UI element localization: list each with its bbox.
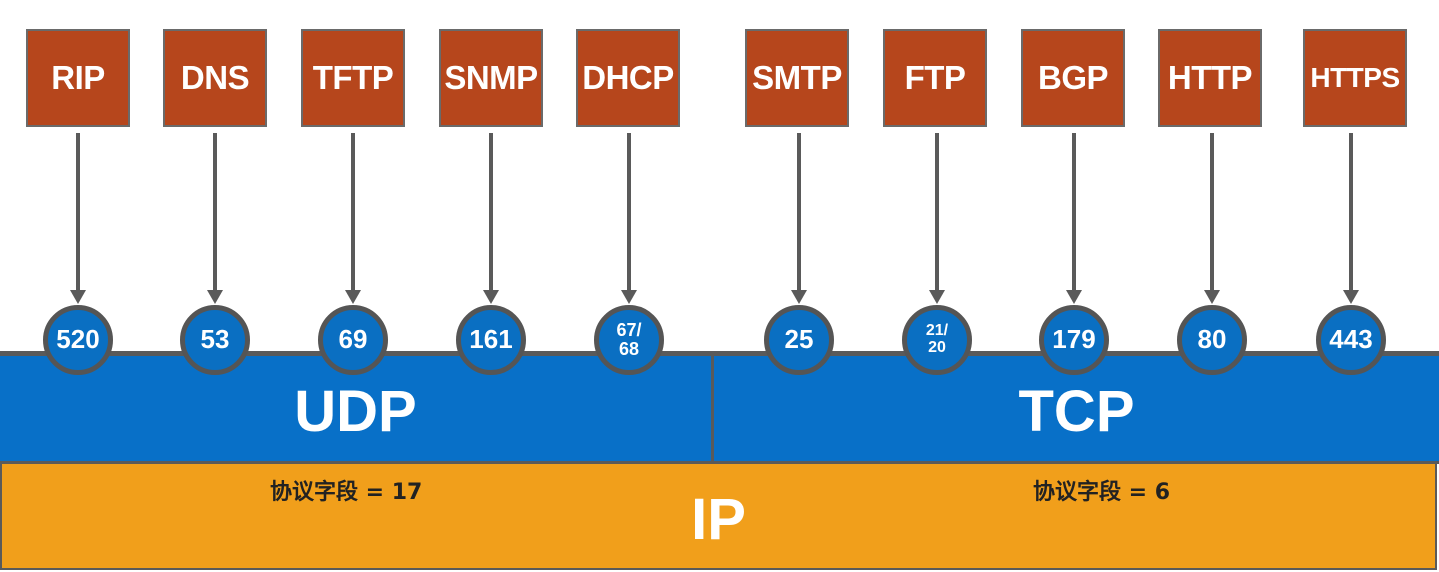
arrowhead-icon bbox=[1066, 290, 1082, 304]
port-number: 25 bbox=[784, 324, 814, 355]
port-circle-snmp: 161 bbox=[456, 305, 526, 375]
protocol-label: FTP bbox=[904, 59, 966, 96]
connector-line bbox=[935, 133, 939, 295]
connector-line bbox=[351, 133, 355, 295]
connector-line bbox=[1349, 133, 1353, 295]
arrowhead-icon bbox=[207, 290, 223, 304]
protocol-box-smtp: SMTP bbox=[745, 29, 849, 127]
protocol-box-bgp: BGP bbox=[1021, 29, 1125, 127]
udp-protocol-field-note: 协议字段 = 17 bbox=[270, 480, 423, 505]
port-circle-dhcp: 67/ 68 bbox=[594, 305, 664, 375]
protocol-label: HTTP bbox=[1167, 59, 1253, 96]
port-circle-dns: 53 bbox=[180, 305, 250, 375]
port-circle-https: 443 bbox=[1316, 305, 1386, 375]
port-number: 443 bbox=[1329, 324, 1373, 355]
protocol-box-tftp: TFTP bbox=[301, 29, 405, 127]
protocol-label: TFTP bbox=[312, 59, 394, 96]
tcp-protocol-field-note: 协议字段 = 6 bbox=[1033, 480, 1171, 505]
protocol-label: SMTP bbox=[752, 59, 842, 96]
tcp-label: TCP bbox=[1018, 379, 1135, 444]
arrowhead-icon bbox=[483, 290, 499, 304]
arrowhead-icon bbox=[929, 290, 945, 304]
protocol-box-dhcp: DHCP bbox=[576, 29, 680, 127]
protocol-box-dns: DNS bbox=[163, 29, 267, 127]
protocol-label: DHCP bbox=[582, 59, 674, 96]
protocol-box-http: HTTP bbox=[1158, 29, 1262, 127]
port-circle-ftp: 21/ 20 bbox=[902, 305, 972, 375]
port-number: 67/ bbox=[616, 320, 642, 341]
port-number: 520 bbox=[56, 324, 100, 355]
port-circle-smtp: 25 bbox=[764, 305, 834, 375]
protocol-box-ftp: FTP bbox=[883, 29, 987, 127]
protocol-label: BGP bbox=[1037, 59, 1109, 96]
arrowhead-icon bbox=[791, 290, 807, 304]
connector-line bbox=[1210, 133, 1214, 295]
connector-line bbox=[627, 133, 631, 295]
ip-layer-bar: 协议字段 = 17 协议字段 = 6 IP bbox=[0, 464, 1437, 570]
protocol-label: HTTPS bbox=[1310, 62, 1400, 93]
port-number: 179 bbox=[1052, 324, 1096, 355]
udp-label: UDP bbox=[294, 379, 417, 444]
protocol-box-snmp: SNMP bbox=[439, 29, 543, 127]
port-number-second: 20 bbox=[928, 339, 946, 356]
port-circle-bgp: 179 bbox=[1039, 305, 1109, 375]
protocol-label: SNMP bbox=[444, 59, 538, 96]
port-number: 53 bbox=[200, 324, 230, 355]
protocol-box-rip: RIP bbox=[26, 29, 130, 127]
arrowhead-icon bbox=[1343, 290, 1359, 304]
port-number-second: 68 bbox=[618, 339, 640, 359]
connector-line bbox=[489, 133, 493, 295]
arrowhead-icon bbox=[345, 290, 361, 304]
port-circle-rip: 520 bbox=[43, 305, 113, 375]
connector-line bbox=[797, 133, 801, 295]
arrowhead-icon bbox=[1204, 290, 1220, 304]
port-circle-http: 80 bbox=[1177, 305, 1247, 375]
arrowhead-icon bbox=[621, 290, 637, 304]
port-number: 69 bbox=[338, 324, 368, 355]
connector-line bbox=[1072, 133, 1076, 295]
port-circle-tftp: 69 bbox=[318, 305, 388, 375]
connector-line bbox=[76, 133, 80, 295]
protocol-label: DNS bbox=[180, 59, 250, 96]
protocol-box-https: HTTPS bbox=[1303, 29, 1407, 127]
ip-label: IP bbox=[691, 487, 746, 552]
port-number: 80 bbox=[1197, 324, 1227, 355]
connector-line bbox=[213, 133, 217, 295]
arrowhead-icon bbox=[70, 290, 86, 304]
protocol-label: RIP bbox=[51, 59, 105, 96]
port-number: 21/ bbox=[925, 322, 949, 340]
port-number: 161 bbox=[469, 324, 513, 355]
